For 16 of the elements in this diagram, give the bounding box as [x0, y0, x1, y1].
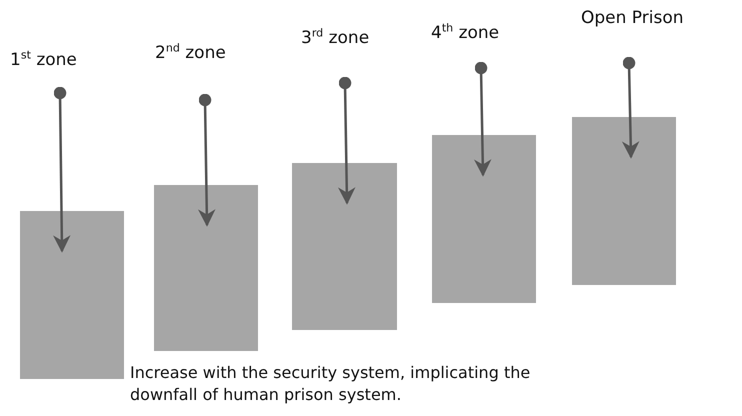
- caption-text: Increase with the security system, implicating the downfall of human prison system.: [130, 362, 532, 406]
- zone-label: 3$^{rd}$ zone: [301, 28, 401, 50]
- arrow: [198, 94, 216, 227]
- arrow: [53, 86, 71, 253]
- arrow: [622, 56, 640, 159]
- bar-block: [20, 211, 124, 379]
- arrow: [474, 62, 492, 177]
- bar-block: [154, 185, 258, 351]
- bar-block: [432, 135, 536, 303]
- zone-label: 2$^{nd}$ zone: [155, 43, 265, 65]
- zone-label: 1$^{st}$ zone: [10, 50, 110, 72]
- arrow: [338, 76, 356, 205]
- bar-block: [572, 117, 676, 285]
- zone-label: Open Prison: [581, 8, 691, 30]
- bar-block: [292, 163, 397, 330]
- zone-label: 4$^{th}$ zone: [431, 23, 531, 45]
